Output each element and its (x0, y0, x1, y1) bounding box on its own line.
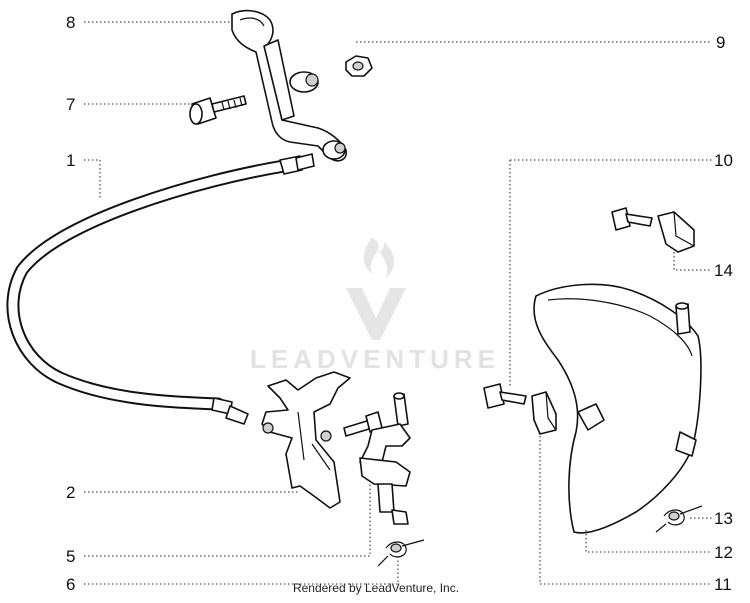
part-2-bracket (261, 371, 351, 509)
watermark-brand: LEADVENTURE (250, 344, 500, 374)
part-7-bolt (189, 95, 247, 125)
leader-6 (84, 556, 399, 585)
part-11-bracket (483, 383, 557, 435)
watermark-v-icon (346, 288, 406, 340)
callout-12: 12 (714, 543, 733, 562)
leader-10 (509, 159, 712, 388)
callout-1: 1 (66, 151, 75, 170)
part-14-clip (611, 207, 695, 253)
part-6-spring (377, 539, 425, 567)
leader-lines (84, 21, 712, 585)
callout-13: 13 (714, 509, 733, 528)
callout-5: 5 (66, 547, 75, 566)
callout-2: 2 (66, 483, 75, 502)
part-12-cover (533, 283, 702, 534)
callout-6: 6 (66, 575, 75, 594)
part-13-spring (655, 505, 703, 533)
leader-14 (673, 252, 712, 271)
callout-labels: 8 7 1 2 5 6 9 10 14 13 12 11 (66, 13, 733, 594)
footer-credit: Rendered by LeadVenture, Inc. (293, 581, 459, 595)
part-8-lever (231, 9, 348, 162)
callout-9: 9 (716, 33, 725, 52)
part-5-pivot (359, 392, 411, 525)
part-1-cable (6, 153, 315, 425)
watermark: LEADVENTURE (250, 238, 500, 374)
leader-11 (539, 432, 712, 585)
callout-8: 8 (66, 13, 75, 32)
callout-11: 11 (714, 575, 732, 594)
callout-14: 14 (714, 261, 733, 280)
leader-12 (585, 530, 712, 553)
watermark-flame-icon (363, 238, 395, 278)
part-9-nut (345, 55, 373, 77)
leader-1 (84, 159, 101, 200)
callout-7: 7 (66, 95, 75, 114)
callout-10: 10 (714, 151, 733, 170)
